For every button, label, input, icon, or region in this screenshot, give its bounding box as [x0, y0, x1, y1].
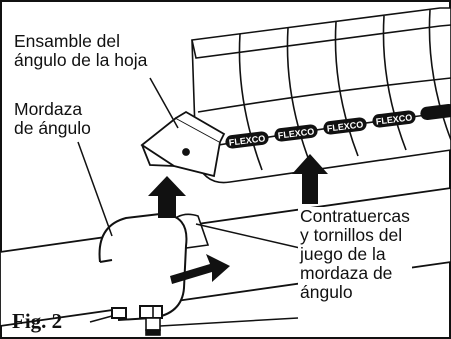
brand-plate-text: FLEXCO [375, 112, 412, 126]
blade-angle-bracket [140, 110, 226, 178]
brand-plates [225, 103, 451, 149]
label-angle-clamp: Mordaza de ángulo [12, 99, 93, 138]
figure-caption: Fig. 2 [12, 309, 63, 333]
label-blade-angle-assembly: Ensamble del ángulo de la hoja [12, 31, 150, 70]
bolt-nut [145, 306, 161, 336]
brand-plate-text: FLEXCO [277, 126, 314, 140]
blade-segments [191, 7, 451, 184]
arrows [148, 154, 328, 284]
leader-lines [77, 77, 301, 327]
angle-clamp [98, 212, 188, 321]
brand-plate-text: FLEXCO [326, 119, 363, 133]
label-locknuts-bolts: Contratuercas y tornillos del juego de l… [298, 206, 412, 302]
brand-plate-text: FLEXCO [228, 133, 265, 147]
